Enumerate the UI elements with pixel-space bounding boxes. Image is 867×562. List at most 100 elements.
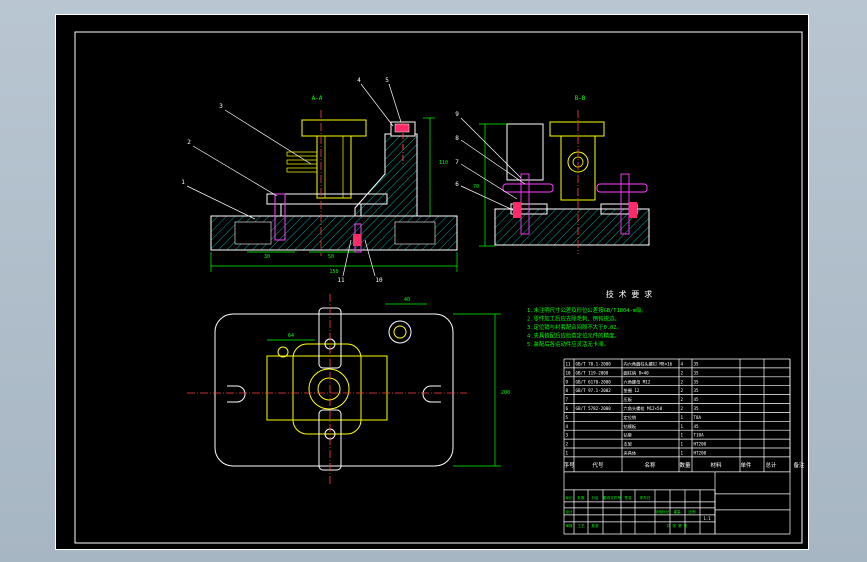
tech-line: 4.夹具装配后应检查定位元件的精度。 (527, 332, 620, 340)
side-view (460, 110, 650, 254)
bom-header-name: 名称 (644, 461, 656, 469)
view-label-side: B-B (575, 95, 586, 102)
bom-cell: 9 (566, 379, 569, 384)
bom-cell: T8A (694, 415, 702, 420)
bom-cell: 钻模板 (624, 423, 637, 430)
bom-cell: GB/T 70.1-2000 (576, 362, 612, 367)
bom-grid (563, 358, 791, 535)
bom-cell: 支架 (624, 441, 632, 448)
bom-cell: 5 (566, 415, 569, 420)
bom-cell: 11 (566, 362, 572, 367)
bom-cell: 钻套 (624, 432, 633, 439)
dim-plan-width: 40 (404, 297, 410, 303)
bom-cell: 2 (681, 379, 684, 384)
bom-cell: 6 (566, 406, 569, 411)
bom-cell: GB/T 97.1-2002 (576, 388, 612, 393)
title-block-cell: 设计 (565, 509, 573, 514)
bom-header-unit: 单件 (740, 461, 752, 469)
title-block-cell: 阶段标记 (655, 509, 670, 514)
title-block-cell: 工艺 (577, 523, 585, 528)
bom-cell: 45 (694, 397, 700, 402)
bom-cell: 4 (681, 362, 684, 367)
dim-front-a: 30 (264, 254, 270, 260)
bom-cell: 7 (566, 397, 569, 402)
title-block-cell: 处数 (577, 495, 585, 500)
bom-cell: 35 (694, 406, 700, 411)
title-block-cell: 标记 (565, 495, 573, 500)
drawing-canvas: A-AB-B12345678910111101503050702004064技 … (55, 14, 809, 550)
tech-line: 5.装配后各运动件应灵活无卡滞。 (527, 340, 609, 348)
bom-cell: 定位销 (624, 414, 637, 421)
bom-cell: 2 (681, 397, 684, 402)
bom-cell: 35 (694, 388, 700, 393)
balloon-9: 9 (455, 111, 459, 118)
bom-cell: 2 (681, 388, 684, 393)
outer-frame (55, 14, 809, 550)
bom-cell: HT200 (694, 451, 707, 456)
bom-cell: 4 (566, 424, 569, 429)
balloon-8: 8 (455, 135, 459, 142)
bom-cell: 六角头螺栓 M12×50 (624, 405, 663, 412)
balloon-3: 3 (219, 103, 223, 110)
bom-cell: 1 (681, 442, 684, 447)
bom-cell: 10 (566, 370, 572, 375)
bom-cell: 垫圈 12 (624, 387, 640, 394)
title-block-cell: 分区 (591, 495, 599, 500)
bom-cell: 压板 (624, 396, 633, 403)
bom-cell: 六角螺母 M12 (624, 378, 651, 385)
tech-line: 2.零件加工后应去除毛刺、倒钝锐边。 (527, 315, 620, 323)
bom-cell: T10A (694, 433, 705, 438)
balloon-6: 6 (455, 181, 459, 188)
tech-line: 3.定位销与衬套配合间隙不大于0.02。 (527, 323, 622, 331)
title-block-cell: 批准 (591, 523, 599, 528)
balloon-2: 2 (187, 139, 191, 146)
balloon-5: 5 (385, 77, 389, 84)
title-block-cell: 更改文件号 (603, 495, 621, 500)
bom-cell: 2 (566, 442, 569, 447)
title-block-cell: 年月日 (640, 495, 651, 500)
bom-header-total: 总计 (765, 461, 777, 469)
inner-frame (74, 31, 803, 544)
bom-cell: 35 (694, 362, 700, 367)
bom-cell: GB/T 5782-2000 (576, 406, 612, 411)
tech-title: 技 术 要 求 (606, 289, 652, 299)
bom-cell: GB/T 6170-2000 (576, 379, 612, 384)
dim-front-height: 110 (439, 160, 448, 166)
title-block-cell: 重量 (673, 509, 681, 514)
title-block-cell: 审核 (565, 523, 573, 528)
balloon-4: 4 (357, 77, 361, 84)
dim-front-b: 50 (328, 254, 334, 260)
bom-cell: 45 (694, 424, 700, 429)
title-block-cell: 比例 (688, 509, 696, 514)
title-block-scale: 1:1 (703, 516, 711, 521)
bom-header-qty: 数量 (679, 461, 691, 469)
bom-cell: 1 (681, 433, 684, 438)
dim-front-width: 150 (329, 269, 338, 275)
balloon-11: 11 (337, 277, 345, 284)
tech-line: 1.未注明尺寸公差及形位公差按GB/T1804-m级。 (527, 306, 647, 314)
bom-cell: 圆柱销 8×40 (624, 369, 650, 376)
bom-cell: 35 (694, 379, 700, 384)
bom-header-code: 代号 (592, 461, 604, 469)
bom-cell: 2 (681, 406, 684, 411)
balloon-1: 1 (181, 179, 185, 186)
bom-cell: 内六角圆柱头螺钉 M8×16 (624, 361, 673, 368)
bom-cell: 1 (566, 451, 569, 456)
bom-cell: 2 (681, 370, 684, 375)
view-label-front: A-A (312, 95, 323, 102)
dim-side-height: 70 (473, 184, 479, 190)
bom-cell: 1 (681, 451, 684, 456)
bom-cell: 35 (694, 370, 700, 375)
bom-cell: 1 (681, 415, 684, 420)
bom-cell: 夹具体 (624, 450, 637, 457)
title-block-cell: 共 张 第 张 (667, 523, 688, 528)
plan-view (187, 294, 501, 484)
title-block-cell: 签名 (624, 495, 632, 500)
bom-header-material: 材料 (710, 461, 722, 469)
bom-cell: 8 (566, 388, 569, 393)
bom-header-remark: 备注 (793, 461, 805, 469)
front-section-view (186, 83, 458, 277)
dim-plan-height: 200 (501, 390, 510, 396)
